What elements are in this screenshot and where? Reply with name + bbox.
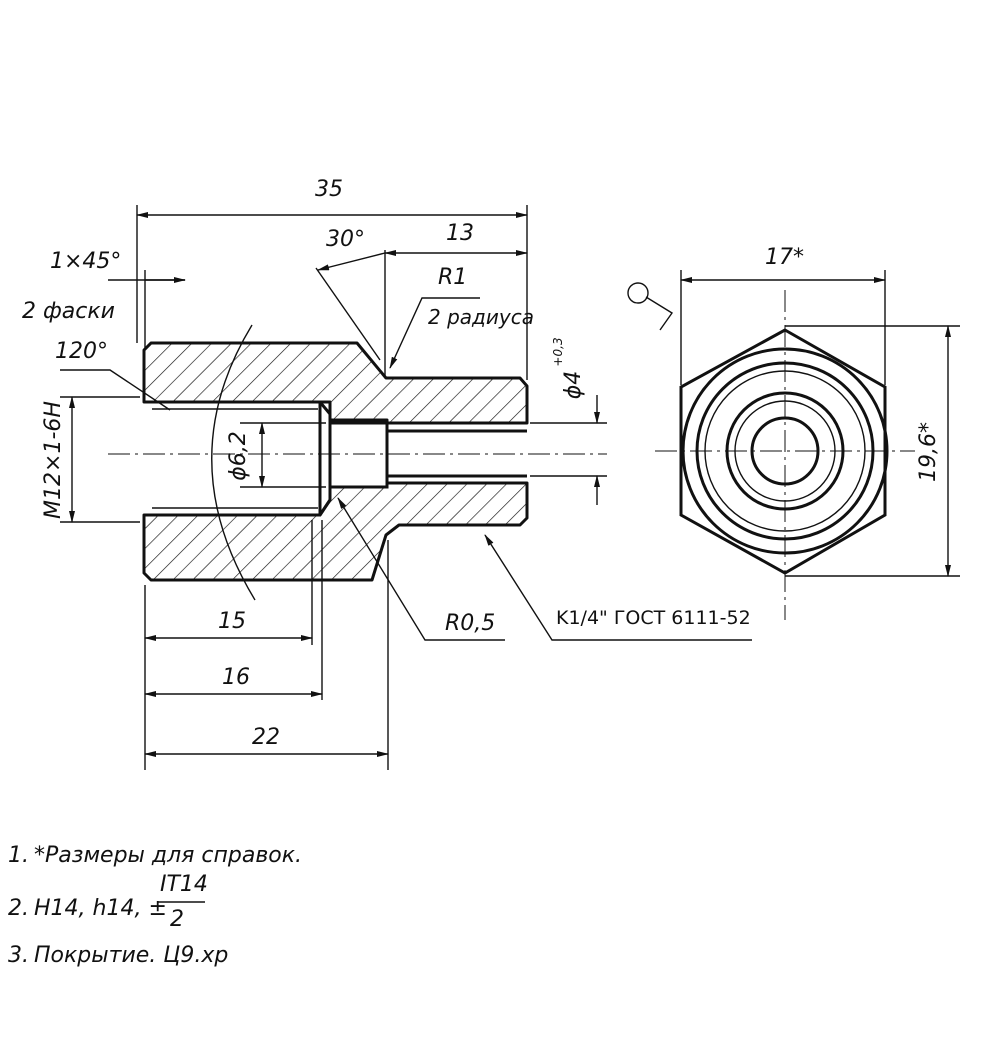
label-chamfer-count: 2 фаски xyxy=(22,299,115,324)
note-2-fraction-top: IT14 xyxy=(160,872,208,897)
label-30deg: 30° xyxy=(326,227,365,252)
note-1-text: *Размеры для справок. xyxy=(34,843,302,868)
notes: 1. *Размеры для справок. 2. H14, h14, ± … xyxy=(8,843,302,968)
label-r1: R1 xyxy=(438,265,467,290)
label-chamfer: 1×45° xyxy=(50,249,121,274)
note-2-fraction-bottom: 2 xyxy=(170,907,184,932)
note-1-number: 1. xyxy=(8,843,29,868)
leader-120 xyxy=(60,369,171,411)
leader-r05 xyxy=(337,497,505,641)
dimension-labels: 35 13 30° 1×45° 2 фаски 120° R1 2 радиус… xyxy=(22,177,751,750)
note-3-number: 3. xyxy=(8,943,29,968)
section-view xyxy=(108,324,607,601)
label-16: 16 xyxy=(222,665,250,690)
leader-r1 xyxy=(389,297,480,369)
note-2-text: H14, h14, ± xyxy=(34,896,167,921)
label-15: 15 xyxy=(218,609,246,634)
label-m12: M12×1-6H xyxy=(41,401,66,519)
end-view xyxy=(627,282,915,620)
label-r05: R0,5 xyxy=(445,611,495,636)
label-17: 17* xyxy=(765,245,804,270)
label-196: 19,6* xyxy=(916,422,941,482)
label-phi4: ϕ4 xyxy=(561,371,586,400)
label-phi62: ϕ6,2 xyxy=(226,431,251,481)
note-2-number: 2. xyxy=(8,896,29,921)
dimension-lines xyxy=(60,205,752,770)
hex-edge-arc xyxy=(211,324,256,601)
label-35: 35 xyxy=(315,177,343,202)
leader-k14 xyxy=(484,534,752,641)
dim-30-line xyxy=(317,252,386,271)
end-view-dimensions: 17* 19,6* xyxy=(680,245,960,577)
label-phi4-tol: +0,3 xyxy=(551,337,565,366)
section-lower-hatch xyxy=(142,481,529,582)
note-3-text: Покрытие. Ц9.хр xyxy=(34,943,228,968)
roughness-circle-icon xyxy=(627,282,649,304)
threaded-bore xyxy=(144,400,332,517)
label-22: 22 xyxy=(252,725,280,750)
label-fillet-count: 2 радиуса xyxy=(428,305,534,329)
label-k14: K1/4" ГОСТ 6111-52 xyxy=(556,607,751,629)
roughness-mark-icon xyxy=(645,296,674,331)
label-13: 13 xyxy=(446,221,474,246)
label-120deg: 120° xyxy=(55,339,108,364)
section-upper-hatch xyxy=(142,341,529,425)
small-bore xyxy=(330,421,389,489)
